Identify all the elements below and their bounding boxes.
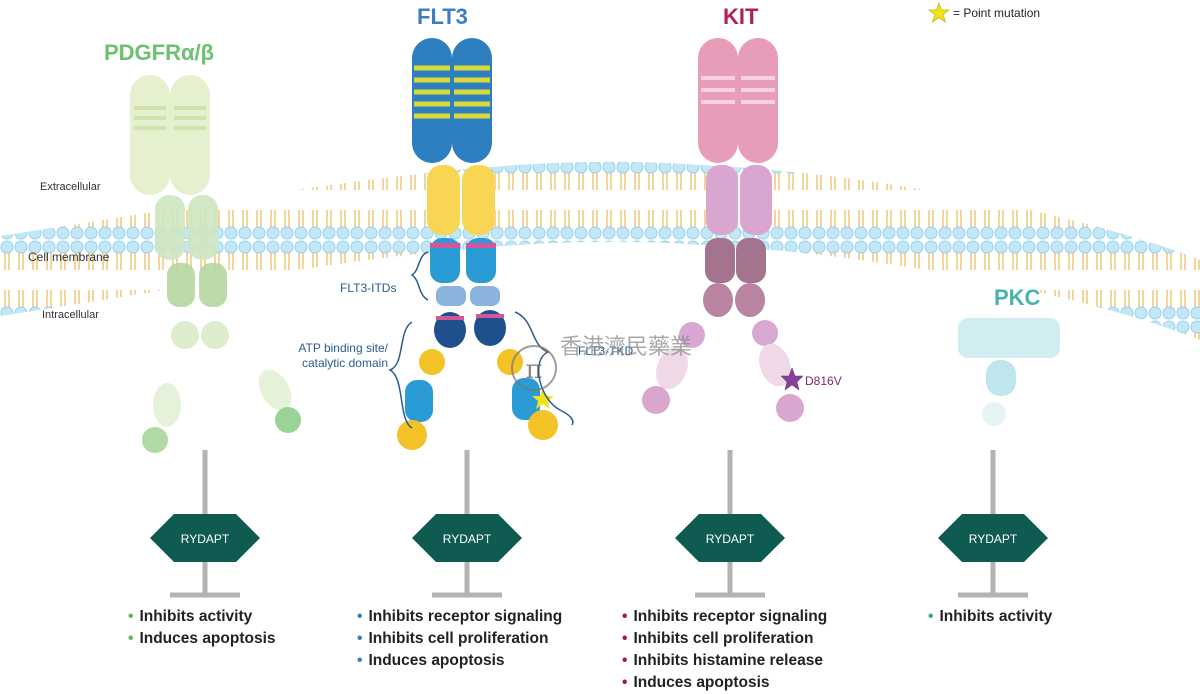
effect-item: Induces apoptosis [357,650,562,672]
atp-binding-line2: catalytic domain [301,356,388,370]
kit-title: KIT [723,4,759,29]
kit-mutation-label: D816V [805,374,842,388]
rydapt-drug-kit: RYDAPT [675,514,785,562]
flt3-tkd-label: FLT3-TKD [578,344,634,358]
rydapt-drug-pkc: RYDAPT [938,514,1048,562]
drug-label: RYDAPT [706,532,755,546]
pkc-effects: Inhibits activity [928,606,1052,628]
flt3-itds-label: FLT3-ITDs [340,281,397,295]
pkc-title: PKC [994,285,1041,310]
rydapt-drug-pdgfr: RYDAPT [150,514,260,562]
effect-item: Inhibits activity [128,606,276,628]
effect-item: Inhibits histamine release [622,650,827,672]
effect-item: Inhibits receptor signaling [357,606,562,628]
inhibitor-stems [170,450,1028,598]
extracellular-label: Extracellular [40,181,101,193]
flt3-receptor [388,38,574,450]
legend-text: = Point mutation [953,6,1041,20]
rydapt-drug-flt3: RYDAPT [412,514,522,562]
intracellular-label: Intracellular [42,309,99,321]
drug-label: RYDAPT [443,532,492,546]
effect-item: Inhibits activity [928,606,1052,628]
pdgfr-receptor [130,75,301,453]
effect-item: Inhibits cell proliferation [357,628,562,650]
cell-membrane-label: Cell membrane [28,250,110,264]
watermark-text: 香港濟民藥業 [560,335,693,360]
drug-label: RYDAPT [969,532,1018,546]
cell-membrane [0,161,1200,340]
atp-binding-line1: ATP binding site/ [298,341,388,355]
kit-effects: Inhibits receptor signaling Inhibits cel… [622,606,827,694]
pdgfr-effects: Inhibits activity Induces apoptosis [128,606,276,650]
pdgfr-title: PDGFRα/β [104,40,215,65]
effect-item: Induces apoptosis [622,672,827,694]
kit-receptor [642,38,804,422]
effect-item: Induces apoptosis [128,628,275,650]
legend: = Point mutation [928,2,1040,24]
effect-item: Inhibits cell proliferation [622,628,827,650]
watermark: π [511,345,557,391]
svg-text:π: π [525,355,542,385]
flt3-title: FLT3 [417,4,468,29]
flt3-effects: Inhibits receptor signaling Inhibits cel… [357,606,562,672]
effect-item: Inhibits receptor signaling [622,606,827,628]
star-icon [928,2,950,24]
atp-binding-label: ATP binding site/ catalytic domain [278,341,388,371]
drug-label: RYDAPT [181,532,230,546]
pkc-enzyme [958,318,1060,426]
